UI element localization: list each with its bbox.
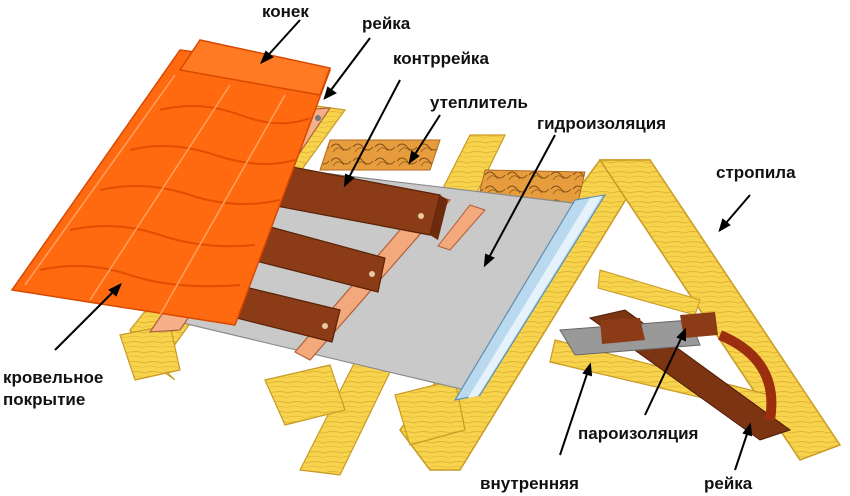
label-konek: конек bbox=[262, 2, 309, 21]
leader-arrows bbox=[54, 19, 753, 471]
label-krovelnoe-line2: покрытие bbox=[3, 390, 86, 409]
inner-battens bbox=[559, 309, 792, 441]
label-reika-bottom: рейка bbox=[704, 474, 753, 493]
label-reika-top: рейка bbox=[362, 14, 411, 33]
label-kontrreika: контррейка bbox=[393, 49, 489, 68]
label-stropila: стропила bbox=[716, 163, 796, 182]
roof-tiles bbox=[10, 39, 332, 326]
label-gidroizolyatsiya: гидроизоляция bbox=[537, 114, 667, 133]
label-uteplitel: утеплитель bbox=[430, 93, 528, 112]
label-vnutrennyaya: внутренняя bbox=[480, 474, 579, 493]
label-paroizolyatsiya: пароизоляция bbox=[578, 424, 699, 443]
label-krovelnoe-line1: кровельное bbox=[3, 368, 104, 387]
